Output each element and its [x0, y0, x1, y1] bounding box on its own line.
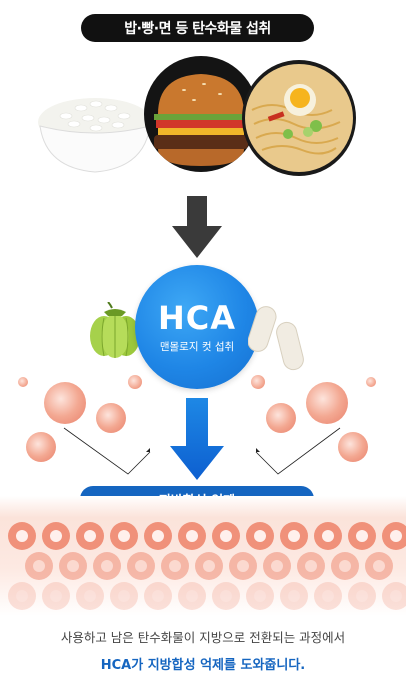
footer-line1: 사용하고 남은 탄수화물이 지방으로 전환되는 과정에서 [60, 630, 346, 645]
garcinia-fruit-icon [82, 301, 148, 360]
fat-cell-small-left [128, 375, 142, 389]
ramen-photo [242, 60, 356, 176]
footer-line2: HCA가 지방합성 억제를 도와줍니다. [100, 658, 306, 673]
fat-cell-medium-right [266, 403, 296, 433]
capsule-icon [247, 302, 310, 372]
hca-title: HCA [157, 299, 237, 337]
fat-cell-bottom-left [26, 432, 56, 462]
hca-badge: HCA 맨몰로지 컷 섭취 [135, 265, 259, 389]
fat-cell-tiny-right [366, 377, 376, 387]
fat-cell-medium-left [96, 403, 126, 433]
fat-cell-tiny-left [18, 377, 28, 387]
fat-cell-large-right [306, 382, 348, 424]
hamburger-photo [144, 56, 258, 172]
header-title: 밥·빵·면 등 탄수화물 섭취 [124, 21, 271, 37]
food-row [0, 52, 406, 184]
header-pill: 밥·빵·면 등 탄수화물 섭취 [81, 14, 314, 42]
down-arrow-icon [172, 196, 222, 258]
rice-bowl-photo [36, 78, 154, 176]
blue-down-arrow-icon [170, 398, 224, 480]
fat-cell-large-left [44, 382, 86, 424]
fat-cell-bottom-right [338, 432, 368, 462]
fat-tissue-cells [8, 522, 406, 610]
fat-cell-small-right [251, 375, 265, 389]
hca-subtitle: 맨몰로지 컷 섭취 [159, 341, 235, 353]
